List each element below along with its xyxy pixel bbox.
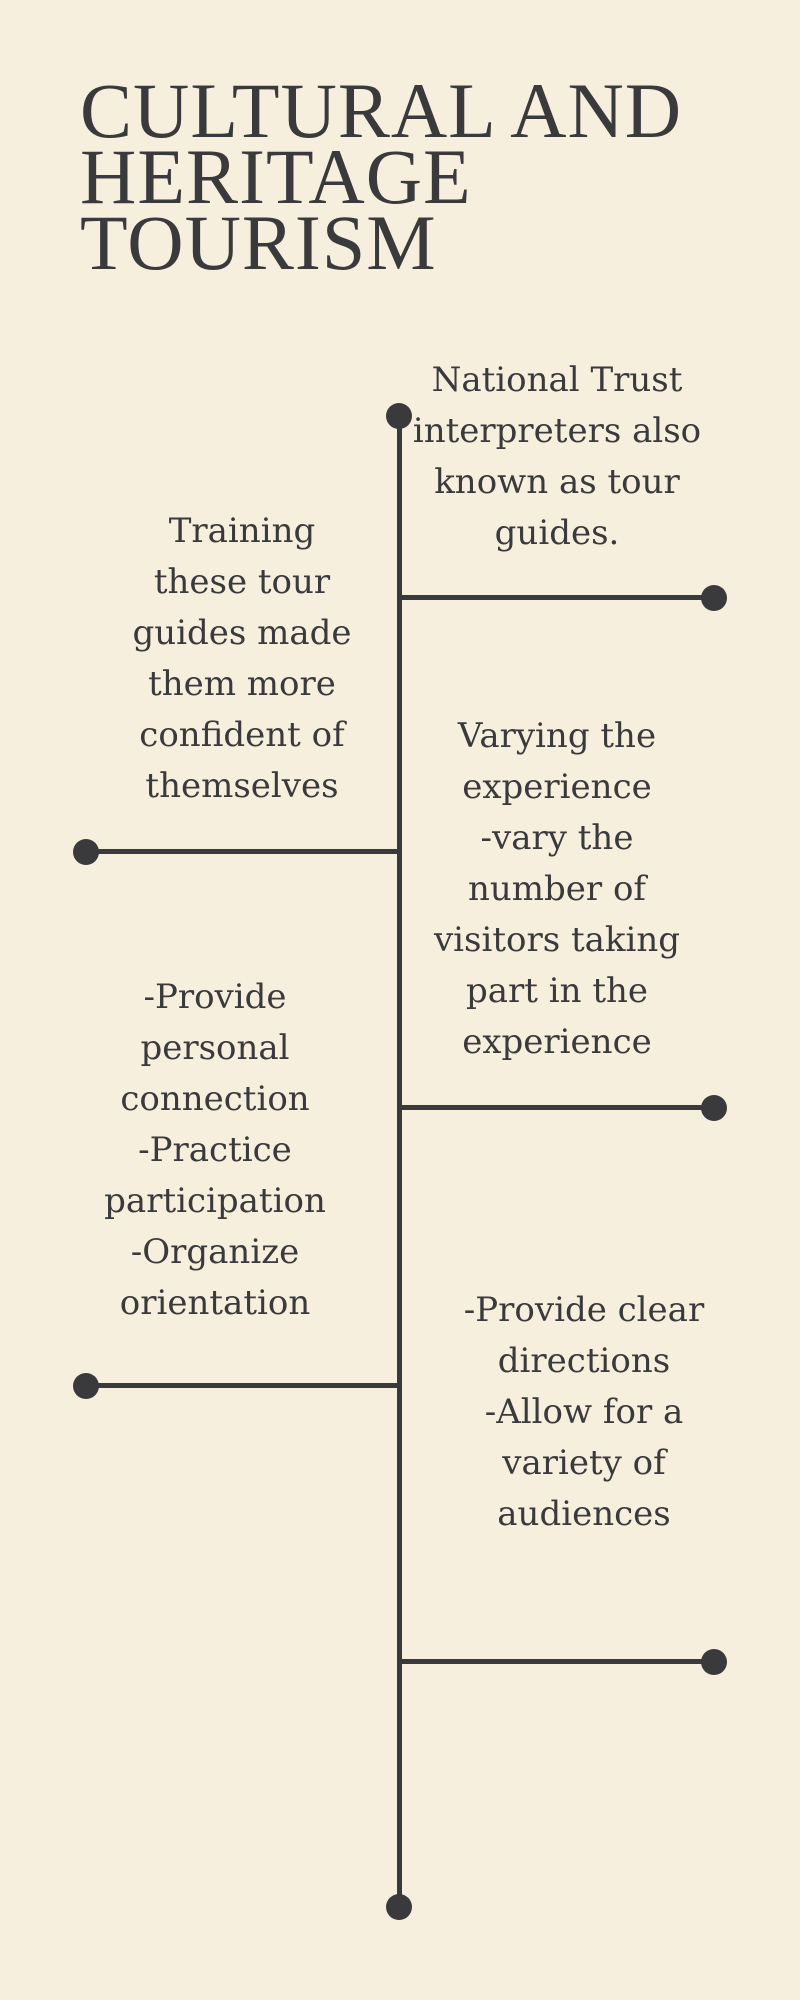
title-line-2: HERITAGE [80, 133, 472, 220]
timeline-branch-4-dot [73, 1373, 99, 1399]
entry-3-line: experience [462, 1022, 652, 1062]
entry-4-line: -Practice [138, 1130, 292, 1170]
entry-5-line: audiences [497, 1494, 671, 1534]
timeline-branch-1-dot [701, 585, 727, 611]
entry-2-line: Training [168, 511, 316, 551]
entry-4-line: participation [104, 1181, 326, 1221]
entry-1-line: interpreters also [412, 411, 702, 451]
entry-2-line: these tour [153, 562, 331, 602]
entry-4-line: -Provide [143, 977, 287, 1017]
timeline-entry-1: National Trust interpreters also known a… [407, 355, 707, 559]
entry-3-line: experience [462, 767, 652, 807]
timeline-branch-4 [86, 1383, 398, 1388]
entry-5-line: variety of [502, 1443, 666, 1483]
entry-3-line: visitors taking [433, 920, 681, 960]
timeline-entry-5: -Provide clear directions -Allow for a v… [434, 1285, 734, 1540]
entry-5-line: directions [497, 1341, 671, 1381]
entry-4-line: -Organize [130, 1232, 300, 1272]
entry-4-line: connection [120, 1079, 310, 1119]
entry-2-line: them more [148, 664, 336, 704]
entry-3-line: number of [467, 869, 647, 909]
timeline-branch-1 [400, 595, 712, 600]
timeline-branch-3 [400, 1105, 712, 1110]
timeline-branch-3-dot [701, 1095, 727, 1121]
entry-2-line: guides made [132, 613, 352, 653]
timeline-entry-2: Training these tour guides made them mor… [92, 506, 392, 812]
timeline-entry-4: -Provide personal connection -Practice p… [65, 972, 365, 1329]
entry-2-line: themselves [145, 766, 339, 806]
timeline-entry-3: Varying the experience -vary the number … [407, 711, 707, 1068]
entry-3-line: -vary the [480, 818, 634, 858]
entry-3-line: part in the [465, 971, 649, 1011]
entry-4-line: orientation [119, 1283, 311, 1323]
entry-1-line: guides. [494, 513, 620, 553]
entry-1-line: National Trust [431, 360, 683, 400]
entry-3-line: Varying the [457, 716, 657, 756]
title-line-3: TOURISM [80, 199, 437, 286]
entry-2-line: confident of [139, 715, 345, 755]
timeline-branch-5-dot [701, 1649, 727, 1675]
entry-4-line: personal [140, 1028, 290, 1068]
timeline-spine [397, 416, 402, 1908]
entry-1-line: known as tour [434, 462, 680, 502]
timeline-branch-2 [86, 849, 398, 854]
entry-5-line: -Allow for a [484, 1392, 684, 1432]
timeline-branch-5 [400, 1659, 712, 1664]
title-line-1: CULTURAL AND [80, 67, 683, 154]
page-title: CULTURAL AND HERITAGE TOURISM [80, 67, 720, 286]
timeline-start-dot [386, 403, 412, 429]
entry-5-line: -Provide clear [463, 1290, 705, 1330]
timeline-end-dot [386, 1894, 412, 1920]
timeline-branch-2-dot [73, 839, 99, 865]
